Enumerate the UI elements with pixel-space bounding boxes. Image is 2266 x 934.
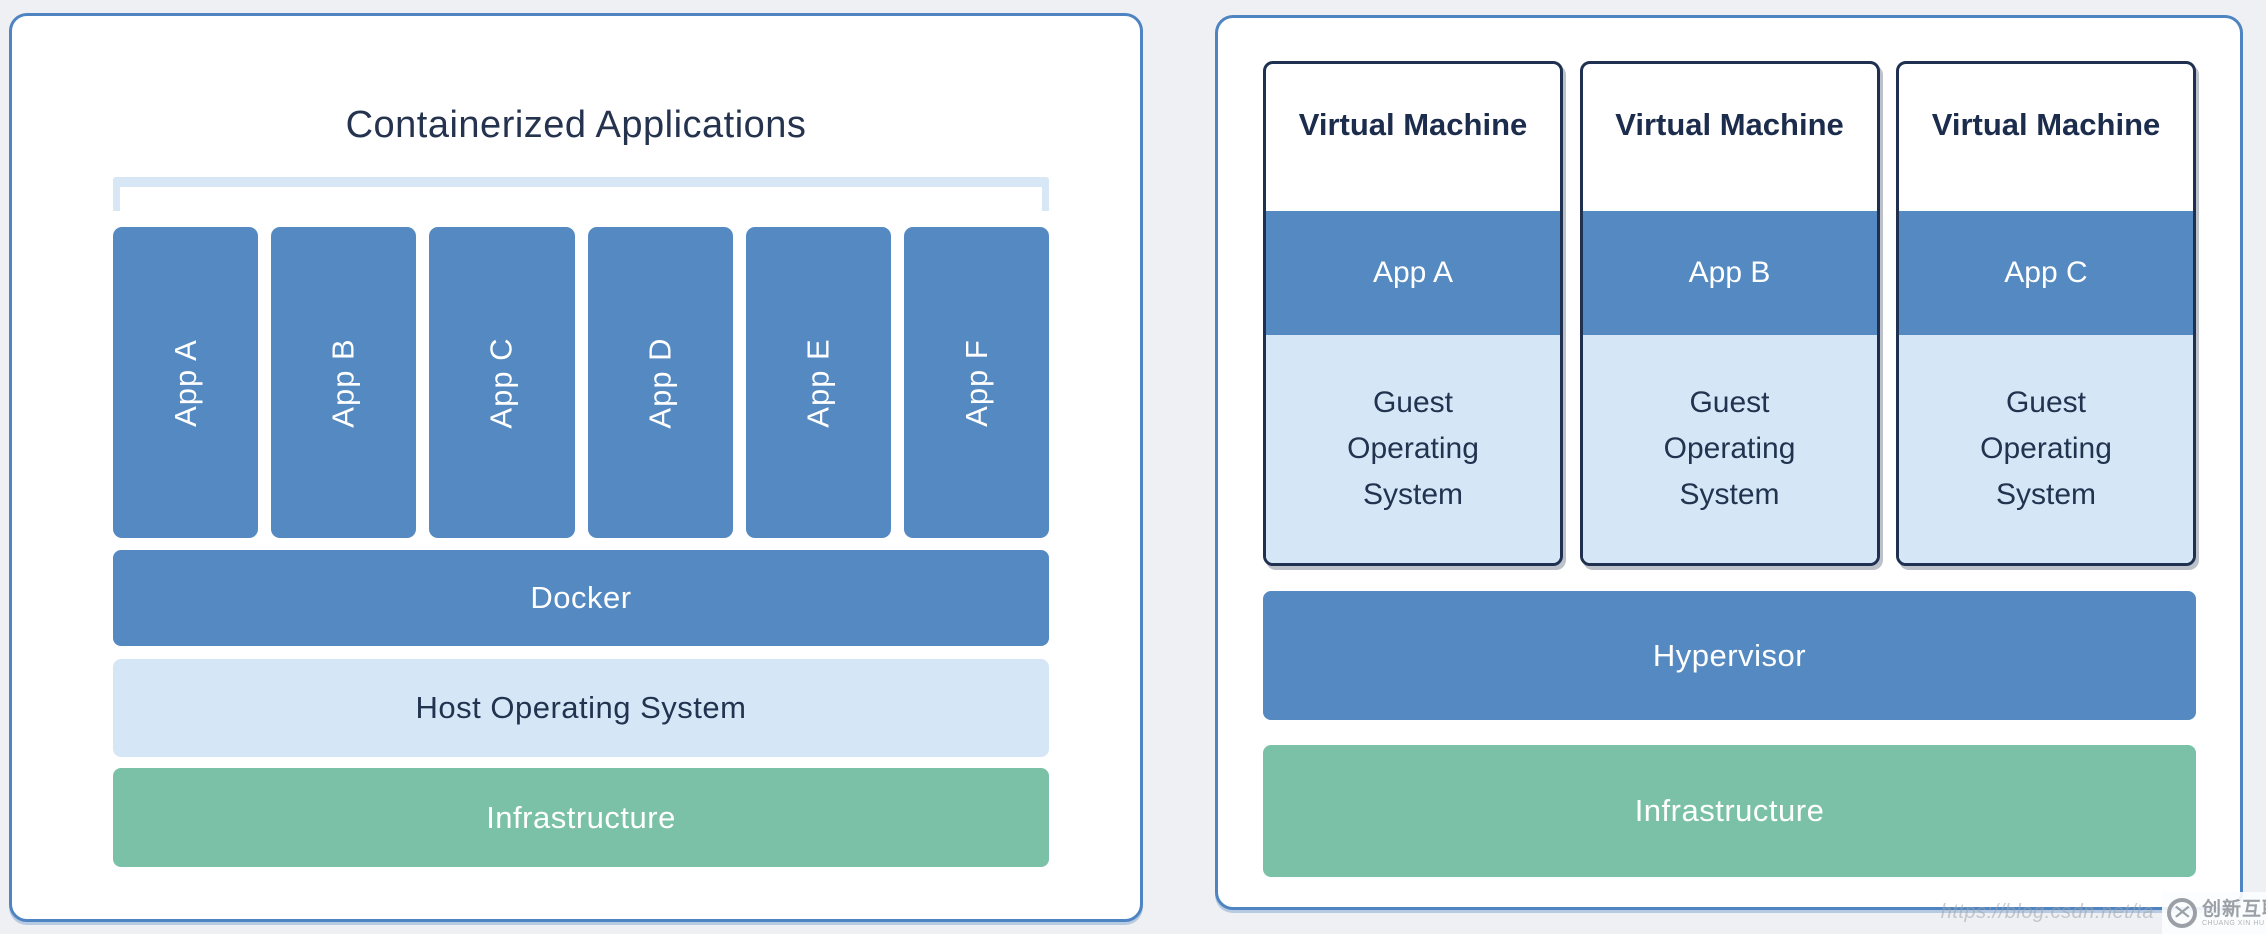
infrastructure-layer-left: Infrastructure bbox=[113, 768, 1049, 867]
guest-os-line: System bbox=[1679, 478, 1780, 511]
containerized-apps-panel: Containerized Applications App A App B A… bbox=[9, 13, 1143, 922]
host-os-layer-label: Host Operating System bbox=[415, 690, 747, 725]
app-column-d: App D bbox=[587, 227, 733, 538]
guest-os-line: Guest bbox=[1689, 386, 1770, 419]
guest-os-line: Operating bbox=[1347, 432, 1479, 465]
app-column-b: App B bbox=[271, 227, 417, 538]
vm-box-2: Virtual Machine App B Guest Operating Sy… bbox=[1579, 61, 1880, 566]
watermark-logo: ✕ 创新互联 CHUANG XIN HU LIAN bbox=[2162, 892, 2266, 934]
vm-row: Virtual Machine App A Guest Operating Sy… bbox=[1263, 61, 2196, 566]
app-column-label: App E bbox=[800, 337, 836, 428]
container-bracket bbox=[113, 177, 1049, 211]
vm-app-section: App C bbox=[1899, 211, 2193, 335]
hypervisor-layer: Hypervisor bbox=[1263, 591, 2196, 720]
guest-os-line: System bbox=[1995, 478, 2097, 511]
app-column-c: App C bbox=[429, 227, 575, 538]
vm-app-section: App A bbox=[1266, 211, 1560, 335]
app-column-label: App C bbox=[483, 336, 519, 429]
brand-name: 创新互联 bbox=[2202, 898, 2266, 920]
brand-x-icon: ✕ bbox=[2167, 898, 2197, 928]
guest-os-line: Operating bbox=[1980, 432, 2112, 465]
virtual-machines-panel: Virtual Machine App A Guest Operating Sy… bbox=[1215, 15, 2243, 910]
infrastructure-layer-right: Infrastructure bbox=[1263, 745, 2196, 877]
vm-title: Virtual Machine bbox=[1615, 106, 1844, 142]
watermark-url: https://blog.csdn.net/ta bbox=[1940, 901, 2154, 923]
brand-text: 创新互联 CHUANG XIN HU LIAN bbox=[2202, 898, 2266, 927]
app-column-label: App F bbox=[958, 338, 994, 427]
vm-title: Virtual Machine bbox=[1931, 106, 2161, 142]
vm-app-section: App B bbox=[1582, 211, 1877, 335]
guest-os-line: System bbox=[1362, 478, 1464, 511]
vm-box-3: Virtual Machine App C Guest Operating Sy… bbox=[1896, 61, 2196, 566]
app-column-e: App E bbox=[745, 227, 891, 538]
app-column-a: App A bbox=[113, 227, 259, 538]
host-os-layer: Host Operating System bbox=[113, 659, 1049, 757]
app-column-label: App A bbox=[167, 338, 203, 427]
hypervisor-layer-label: Hypervisor bbox=[1652, 637, 1807, 673]
vm-title: Virtual Machine bbox=[1298, 106, 1528, 142]
docker-layer-label: Docker bbox=[530, 580, 632, 615]
app-column-label: App D bbox=[642, 336, 678, 429]
guest-os-section: Guest Operating System bbox=[1899, 335, 2193, 563]
app-columns: App A App B App C App D App E App F bbox=[113, 227, 1050, 538]
brand-name-latin: CHUANG XIN HU LIAN bbox=[2202, 919, 2266, 927]
app-column-label: App B bbox=[325, 337, 361, 428]
left-panel-title: Containerized Applications bbox=[345, 104, 807, 146]
infrastructure-layer-label: Infrastructure bbox=[1634, 793, 1825, 828]
app-column-f: App F bbox=[903, 227, 1050, 538]
guest-os-line: Guest bbox=[1372, 386, 1454, 419]
guest-os-section: Guest Operating System bbox=[1582, 335, 1877, 563]
guest-os-line: Guest bbox=[2005, 386, 2087, 419]
infrastructure-layer-label: Infrastructure bbox=[486, 799, 676, 835]
vm-box-1: Virtual Machine App A Guest Operating Sy… bbox=[1263, 61, 1563, 566]
guest-os-section: Guest Operating System bbox=[1266, 335, 1560, 563]
docker-layer: Docker bbox=[113, 550, 1049, 646]
guest-os-line: Operating bbox=[1663, 432, 1796, 465]
